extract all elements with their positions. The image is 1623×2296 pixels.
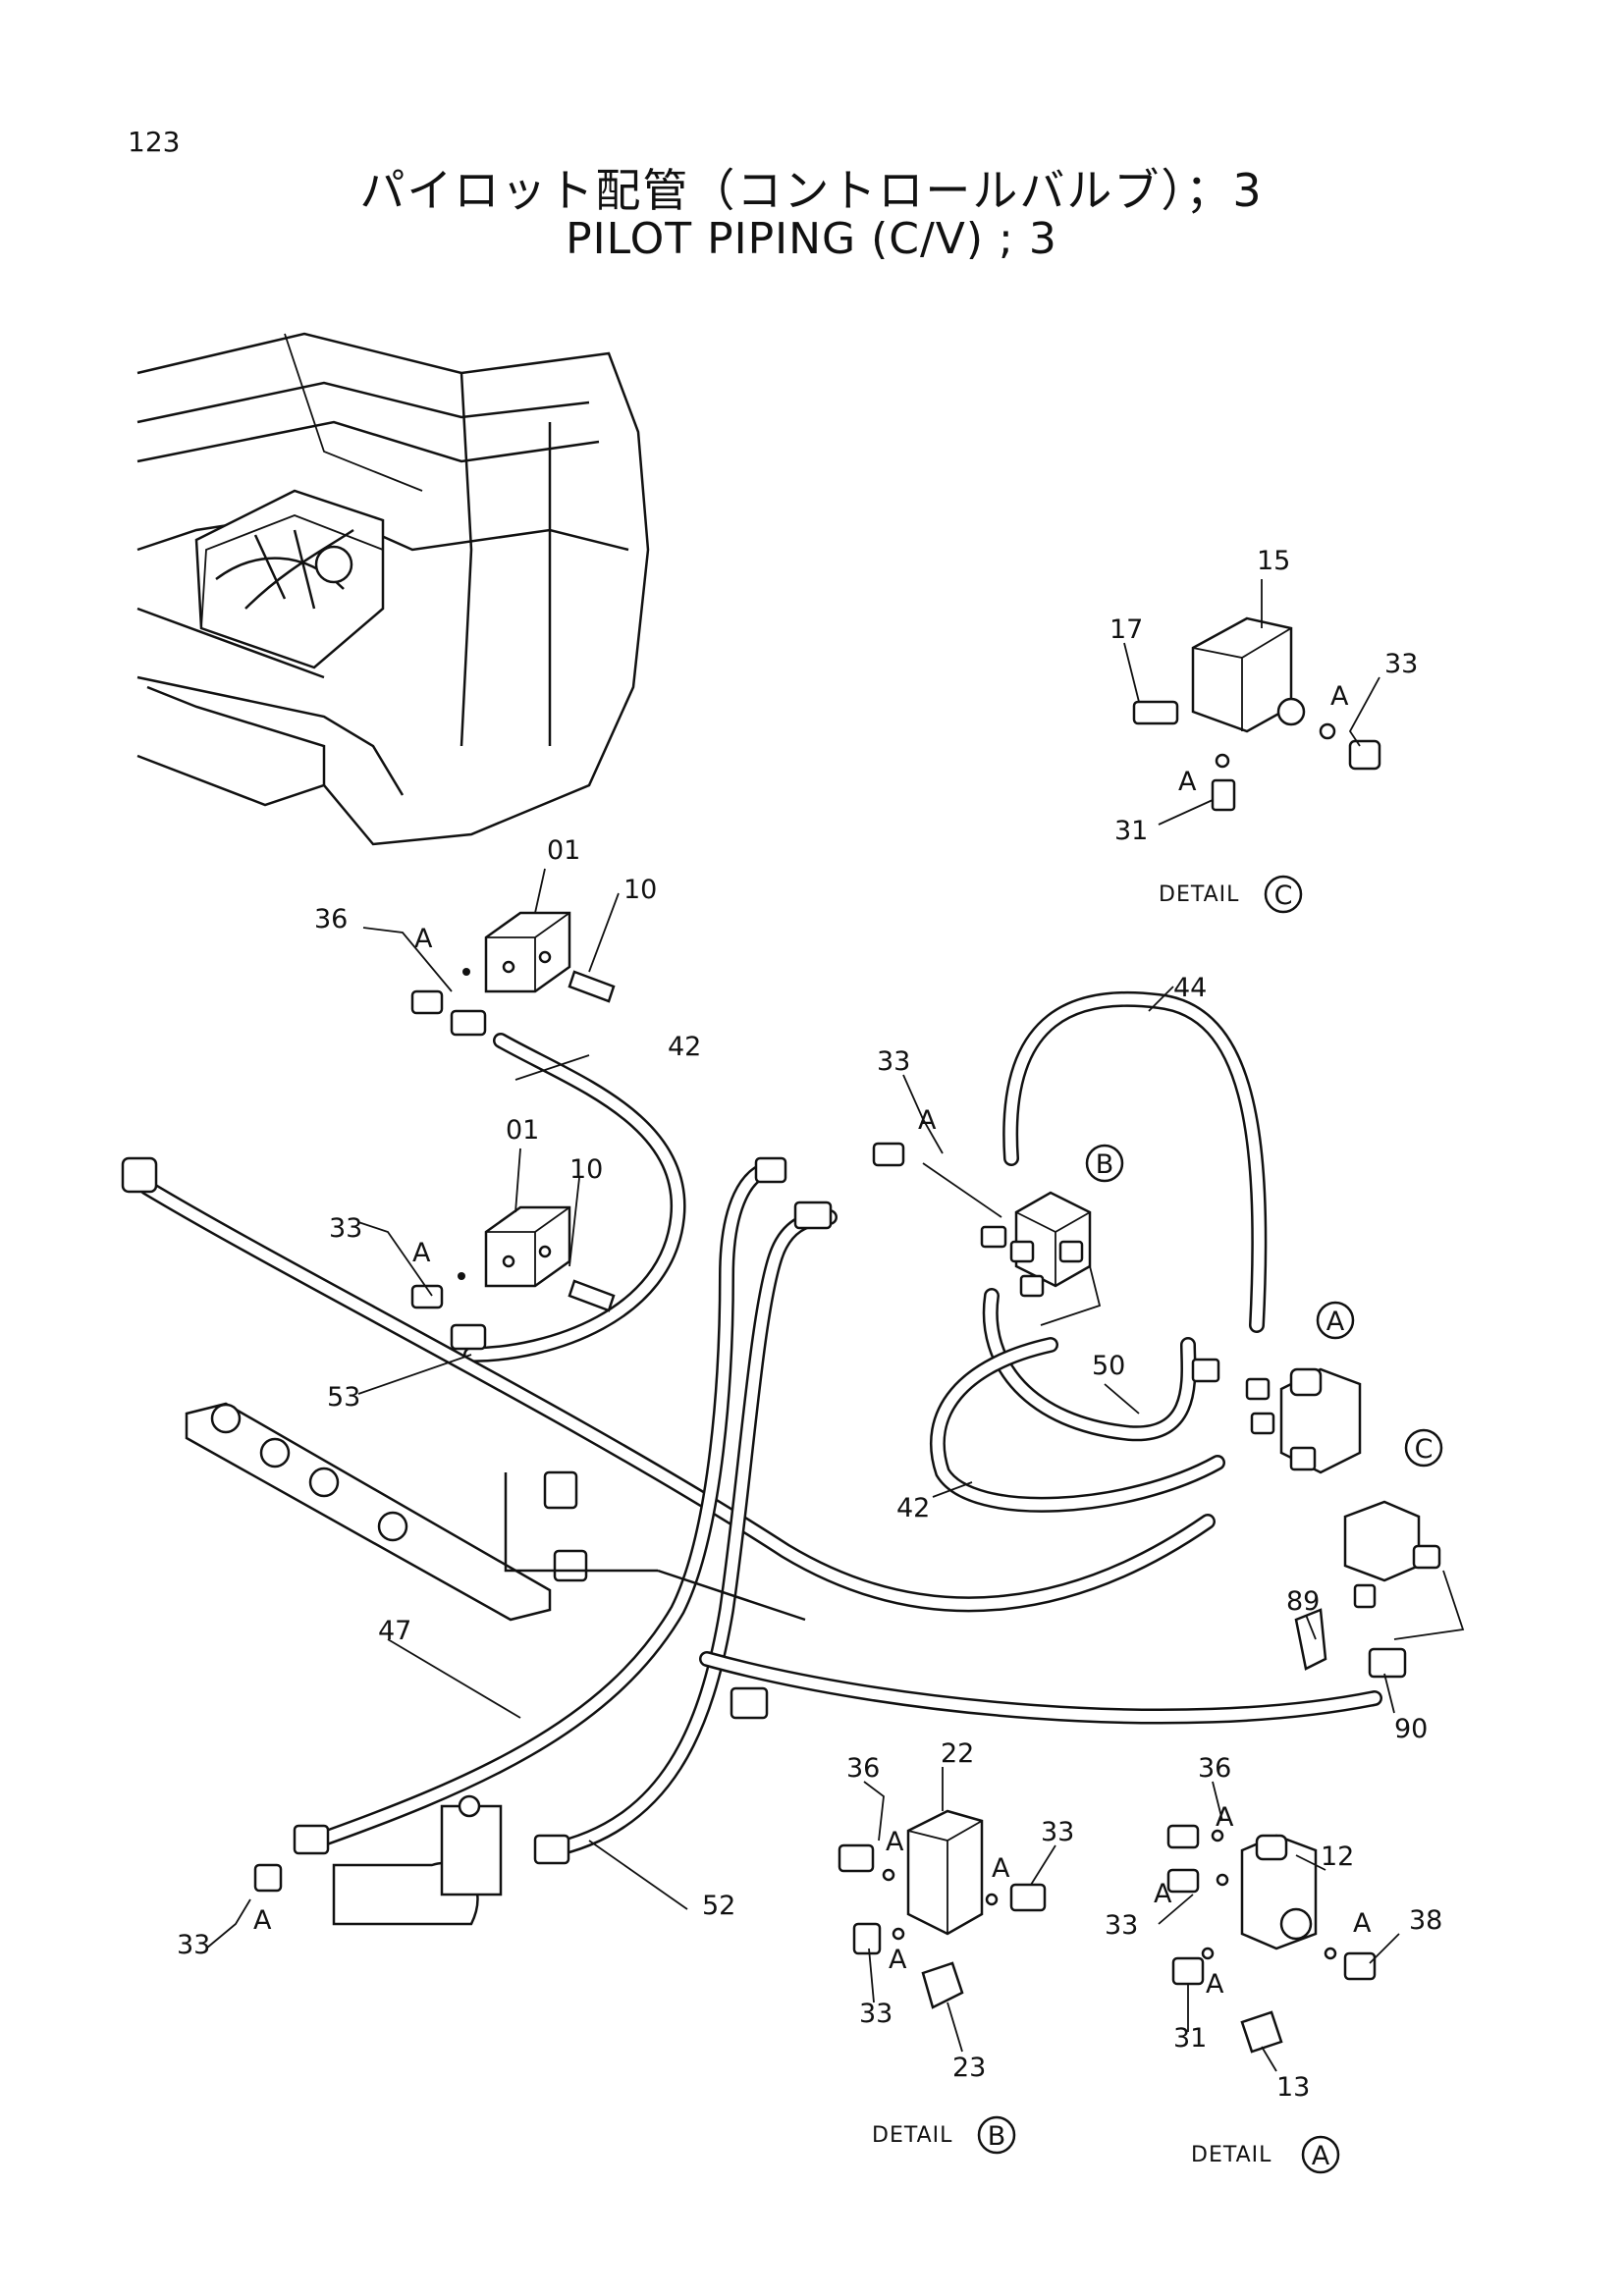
detail-b-drawing [838,1809,1047,2009]
part-label-22: 22 [941,1738,974,1769]
part-label-A: A [1216,1802,1234,1833]
part-labels: 01 10 36 A 42 01 10 33 A 53 47 33 A 52 3… [177,546,1442,2103]
hose-42-lower [930,1337,1225,1513]
svg-text:DETAIL: DETAIL [1159,882,1239,907]
hose-50 [982,1288,1197,1442]
part-label-42: 42 [896,1493,930,1523]
callout-a-main: A [1316,1301,1355,1340]
part-label-10: 10 [569,1154,603,1185]
part-label-42: 42 [668,1032,701,1062]
part-label-36: 36 [1198,1753,1231,1784]
detail-a-caption: DETAIL A [1191,2135,1340,2174]
part-label-A: A [886,1827,904,1857]
detail-b-caption: DETAIL B [872,2115,1016,2155]
page-number: 123 [128,126,181,158]
svg-text:B: B [1096,1149,1114,1180]
part-label-31: 31 [1173,2023,1207,2054]
detail-c-drawing [1132,616,1381,812]
svg-text:DETAIL: DETAIL [1191,2143,1271,2167]
part-label-31: 31 [1114,816,1148,846]
block-01-upper [462,911,616,1003]
part-label-38: 38 [1409,1905,1442,1936]
part-label-A: A [992,1853,1010,1884]
hose-44 [1002,990,1268,1333]
svg-text:C: C [1415,1434,1434,1465]
part-label-36: 36 [846,1753,880,1784]
part-label-52: 52 [702,1891,735,1921]
hose-53 [139,1180,1216,1613]
hose-42-upper [463,1033,686,1362]
valve-a-main [1191,1358,1362,1474]
part-label-A: A [1353,1908,1372,1939]
part-label-12: 12 [1321,1842,1354,1872]
machine-outline [136,332,650,846]
part-label-A: A [1178,767,1197,797]
svg-text:C: C [1274,881,1293,911]
part-label-89: 89 [1286,1586,1320,1617]
part-label-A: A [889,1945,907,1975]
part-label-33: 33 [877,1046,910,1077]
manifold-lower-left [185,1402,806,1926]
part-label-47: 47 [378,1616,411,1646]
svg-text:A: A [1312,2141,1330,2171]
svg-text:B: B [988,2121,1006,2152]
svg-text:DETAIL: DETAIL [872,2123,952,2148]
part-label-A: A [253,1905,272,1936]
callout-b-main: B [1085,1144,1124,1183]
page-title-english: PILOT PIPING (C/V) ; 3 [566,214,1057,264]
part-label-A: A [1206,1969,1224,2000]
part-label-33: 33 [1041,1817,1074,1847]
fittings-left [121,989,905,1893]
block-01-lower [458,1205,616,1312]
part-label-13: 13 [1276,2072,1310,2103]
part-label-44: 44 [1173,973,1207,1003]
part-label-01: 01 [506,1115,539,1146]
part-label-33: 33 [177,1930,210,1960]
part-label-15: 15 [1257,546,1290,576]
valve-c-main [1294,1500,1465,1679]
part-label-33: 33 [1105,1910,1138,1941]
part-label-A: A [1154,1879,1172,1909]
hose-52 [542,1209,838,1858]
hose-47 [297,1160,784,1853]
part-label-A: A [1330,681,1349,712]
callout-c-main: C [1404,1428,1443,1468]
part-label-A: A [918,1105,937,1136]
part-label-A: A [414,924,433,954]
part-label-90: 90 [1394,1714,1428,1744]
detail-c-caption: DETAIL C [1159,875,1303,914]
hose-90 [699,1651,1382,1725]
part-label-23: 23 [952,2053,986,2083]
part-label-10: 10 [623,875,657,905]
part-label-53: 53 [327,1382,360,1413]
svg-text:A: A [1326,1307,1345,1337]
page-title-japanese: パイロット配管（コントロールバルブ）；3 [359,164,1264,217]
leader-lines [205,579,1400,2072]
part-label-33: 33 [1384,649,1418,679]
part-label-33: 33 [329,1213,362,1244]
valve-b-main [922,1162,1102,1326]
part-label-33: 33 [859,1999,893,2029]
part-label-36: 36 [314,904,348,934]
part-label-A: A [412,1238,431,1268]
part-label-01: 01 [547,835,580,866]
detail-a-drawing [1166,1824,1377,2054]
part-label-50: 50 [1092,1351,1125,1381]
part-label-17: 17 [1109,614,1143,645]
